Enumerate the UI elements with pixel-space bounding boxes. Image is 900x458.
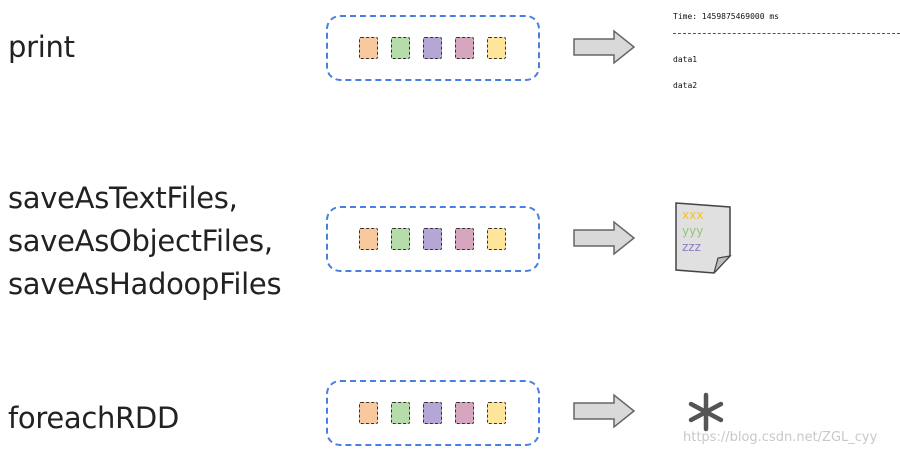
rdd-block [487, 402, 506, 424]
rdd-block [391, 228, 410, 250]
arrow-right-icon [573, 393, 636, 429]
label-line: saveAsHadoopFiles [8, 267, 282, 301]
console-line: data2 [673, 81, 698, 90]
file-line: yyy [682, 224, 704, 238]
arrow-right-icon [573, 220, 636, 256]
rdd-block [423, 37, 442, 59]
dstream-box [326, 380, 540, 446]
label-print: print [8, 26, 75, 69]
rdd-block [423, 228, 442, 250]
rdd-block [391, 402, 410, 424]
file-contents: xxx yyy zzz [682, 207, 703, 255]
file-line: xxx [682, 208, 704, 222]
rdd-block [359, 402, 378, 424]
rdd-block [455, 37, 474, 59]
dstream-box [326, 206, 540, 272]
document-icon [675, 202, 732, 274]
rdd-block [487, 228, 506, 250]
rdd-block [423, 402, 442, 424]
rdd-block [455, 402, 474, 424]
asterisk-icon [688, 392, 724, 432]
watermark: https://blog.csdn.net/ZGL_cyy [683, 430, 878, 445]
rdd-block [391, 37, 410, 59]
label-line: print [8, 30, 75, 64]
arrow-right-icon [573, 29, 636, 65]
label-save-functions: saveAsTextFiles, saveAsObjectFiles, save… [8, 177, 282, 306]
file-line: zzz [682, 240, 701, 254]
label-line: foreachRDD [8, 401, 179, 435]
rdd-block [455, 228, 474, 250]
rdd-block [487, 37, 506, 59]
label-line: saveAsObjectFiles, [8, 224, 273, 258]
rdd-block [359, 37, 378, 59]
console-time-line: Time: 1459875469000 ms [673, 12, 779, 21]
console-separator [673, 33, 900, 34]
label-line: saveAsTextFiles, [8, 181, 238, 215]
rdd-block [359, 228, 378, 250]
dstream-box [326, 15, 540, 81]
label-foreachrdd: foreachRDD [8, 397, 179, 440]
console-line: data1 [673, 55, 698, 64]
